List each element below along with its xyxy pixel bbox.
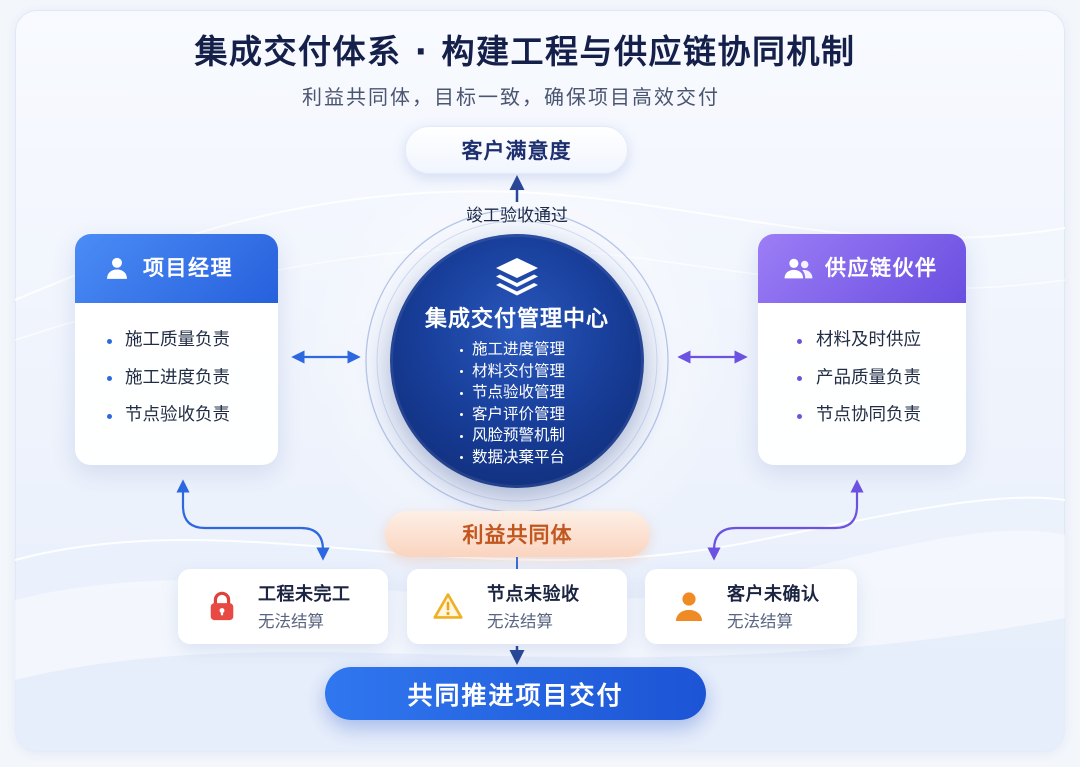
core-faint-ring [376,220,658,502]
condition-title: 客户未确认 [727,584,820,605]
layers-stack-icon [496,258,538,296]
core-item: 数据决棄平台 [460,447,565,469]
core-item: 客户评价管理 [460,404,565,426]
acceptance-label: 竣工验收通过 [466,206,568,226]
person-icon [676,592,702,621]
duty-item: 节点验收负责 [75,397,278,435]
condition-note: 无法结算 [487,612,553,631]
project-manager-card: 项目经理 施工质量负责 施工进度负责 节点验收负责 [75,234,278,465]
supply-partner-title: 供应链伙伴 [825,256,938,280]
condition-title: 工程未完工 [258,584,351,605]
duty-item: 节点协同负责 [758,397,966,435]
condition-title: 节点未验收 [487,584,580,605]
condition-card-unconfirmed: 客户未确认 无法结算 [645,569,857,644]
core-item: 风脸预警机制 [460,425,565,447]
condition-card-unfinished: 工程未完工 无法结算 [178,569,388,644]
warning-icon [433,593,463,619]
duty-item: 产品质量负责 [758,360,966,398]
project-manager-header: 项目经理 [75,234,278,303]
condition-card-unaccepted: 节点未验收 无法结算 [407,569,627,644]
user-icon [107,257,127,279]
page-subtitle: 利益共同体，目标一致，确保项目高效交付 [302,85,720,109]
condition-note: 无法结算 [727,612,793,631]
supply-partner-card: 供应链伙伴 材料及时供应 产品质量负责 节点协同负责 [758,234,966,465]
supply-partner-duties: 材料及时供应 产品质量负责 节点协同负责 [758,303,966,435]
shared-interest-pill: 利益共同体 [385,511,650,557]
core-function-list: 施工进度管理 材料交付管理 节点验收管理 客户评价管理 风脸预警机制 数据决棄平… [460,339,565,469]
core-management-center: 集成交付管理中心 施工进度管理 材料交付管理 节点验收管理 客户评价管理 风脸预… [390,234,644,488]
condition-note: 无法结算 [258,612,324,631]
outcome-bar: 共同推进项目交付 [325,667,706,720]
duty-item: 施工质量负责 [75,322,278,360]
core-item: 材料交付管理 [460,361,565,383]
project-manager-duties: 施工质量负责 施工进度负责 节点验收负责 [75,303,278,435]
arrow-manager-condition [176,479,330,561]
goal-pill: 客户满意度 [405,126,628,174]
arrow-partner-condition [707,479,864,561]
lock-icon [210,591,234,621]
core-item: 节点验收管理 [460,382,565,404]
duty-item: 施工进度负责 [75,360,278,398]
page-title: 集成交付体系 · 构建工程与供应链协同机制 [194,32,856,71]
users-icon [784,258,813,279]
duty-item: 材料及时供应 [758,322,966,360]
core-item: 施工进度管理 [460,339,565,361]
core-title: 集成交付管理中心 [424,307,609,332]
supply-partner-header: 供应链伙伴 [758,234,966,303]
project-manager-title: 项目经理 [143,256,233,280]
